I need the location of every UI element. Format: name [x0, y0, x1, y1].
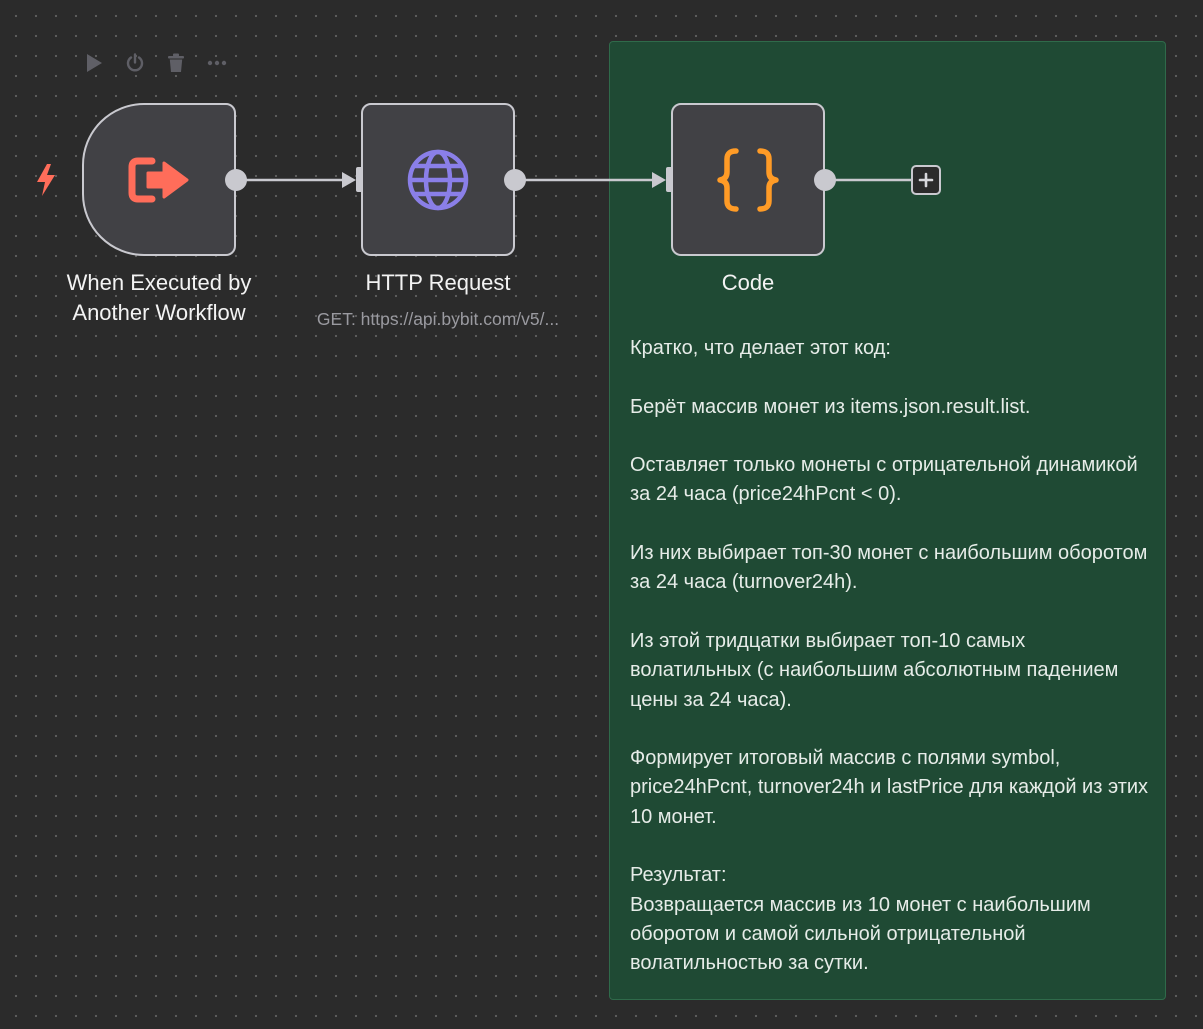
sticky-note[interactable]: Кратко, что делает этот код: Берёт масси…: [609, 41, 1166, 1000]
execute-step-button[interactable]: [82, 51, 105, 75]
http-node-subtitle: GET: https://api.bybit.com/v5/...: [316, 309, 560, 329]
http-input-handle[interactable]: [356, 167, 365, 192]
sign-out-icon: [128, 157, 189, 202]
sticky-note-text[interactable]: Кратко, что делает этот код: Берёт масси…: [630, 337, 1149, 975]
globe-icon: [407, 149, 469, 210]
more-button[interactable]: [205, 51, 228, 75]
delete-button[interactable]: [164, 51, 187, 75]
code-node-title: Code: [721, 270, 775, 295]
node-http-request[interactable]: [361, 103, 515, 256]
node-execute-workflow-trigger[interactable]: [82, 103, 236, 256]
connection-trigger-to-http[interactable]: [246, 172, 356, 188]
code-input-handle[interactable]: [666, 167, 675, 192]
node-toolbar: [82, 50, 228, 76]
plus-icon: [918, 172, 934, 188]
http-output-handle[interactable]: [504, 169, 526, 191]
trash-icon: [167, 53, 184, 72]
deactivate-button[interactable]: [123, 51, 146, 75]
power-icon: [126, 53, 143, 72]
code-output-handle[interactable]: [814, 169, 836, 191]
trigger-node-title: When Executed by Another Workflow: [66, 270, 252, 325]
curly-braces-icon: [717, 147, 779, 212]
bolt-icon: [37, 164, 55, 196]
play-icon: [86, 54, 102, 72]
trigger-output-handle[interactable]: [225, 169, 247, 191]
more-icon: [207, 60, 226, 66]
add-node-button[interactable]: [911, 165, 941, 195]
http-node-title: HTTP Request: [365, 270, 511, 295]
node-code[interactable]: [671, 103, 825, 256]
